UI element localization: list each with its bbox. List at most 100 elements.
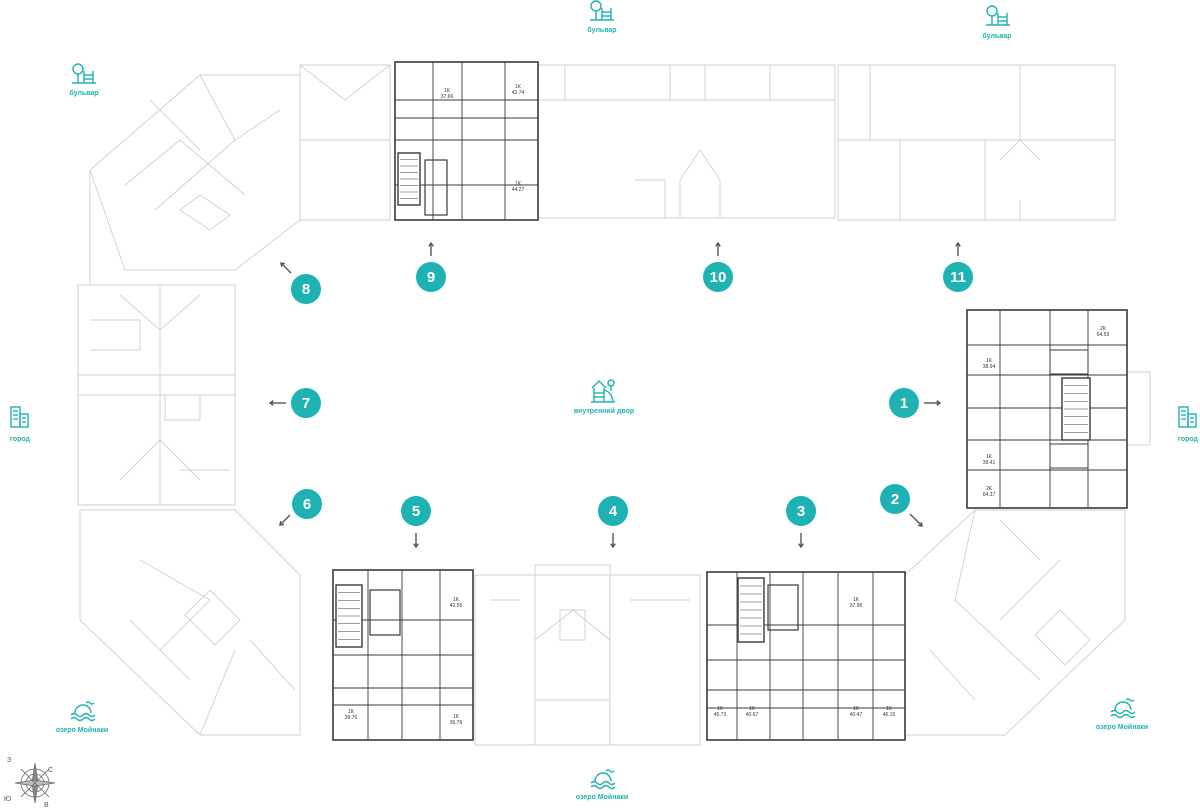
compass-north: С — [48, 767, 54, 774]
apartment-area[interactable]: 39.41 — [983, 460, 996, 466]
lake-label-bottom: озеро Мойнаки — [575, 794, 629, 801]
apartment-type[interactable]: 1К — [515, 84, 521, 90]
roof-outline — [474, 574, 701, 746]
apartment-type[interactable]: 2К — [1100, 326, 1106, 332]
arrow-section-4 — [610, 533, 616, 549]
city-label-right: город — [1177, 436, 1199, 443]
apartment-type[interactable]: 1К — [453, 714, 459, 720]
roof-outline — [559, 609, 586, 641]
roof-outline — [139, 559, 211, 651]
apartment-type[interactable]: 2К — [986, 486, 992, 492]
lake-icon — [590, 768, 616, 795]
apartment-area[interactable]: 38.94 — [983, 364, 996, 370]
apartment-type[interactable]: 1К — [717, 706, 723, 712]
roof-outline — [249, 639, 296, 691]
section-badge-5[interactable]: 5 — [401, 496, 431, 526]
section-badge-10[interactable]: 10 — [703, 262, 733, 292]
section-badge-2[interactable]: 2 — [880, 484, 910, 514]
roof-outline — [179, 194, 231, 231]
apartment-area[interactable]: 46.15 — [883, 712, 896, 718]
apartment-area[interactable]: 44.27 — [512, 187, 525, 193]
arrow-section-5 — [413, 533, 419, 549]
roof-outline — [119, 439, 201, 481]
roof-outline — [669, 65, 706, 101]
compass-south: Ю — [4, 796, 12, 803]
lake-icon — [70, 700, 96, 727]
lake-label-left: озеро Мойнаки — [55, 727, 109, 734]
apartment-type[interactable]: 1К — [348, 709, 354, 715]
arrow-section-1 — [924, 400, 942, 406]
roof-outline — [837, 64, 1116, 221]
arrow-section-6 — [279, 514, 291, 526]
roof-outline — [679, 149, 721, 219]
roof-outline — [129, 619, 191, 681]
apartment-area[interactable]: 64.37 — [983, 492, 996, 498]
roof-outline — [999, 139, 1041, 161]
section-badge-8[interactable]: 8 — [291, 274, 321, 304]
apartment-type[interactable]: 1К — [749, 706, 755, 712]
section-badge-1[interactable]: 1 — [889, 388, 919, 418]
arrow-section-9 — [428, 241, 434, 256]
apartment-area[interactable]: 45.73 — [714, 712, 727, 718]
arrow-section-10 — [715, 241, 721, 256]
apartment-type[interactable]: 1К — [986, 358, 992, 364]
boulevard-label-left: бульвар — [69, 90, 99, 97]
section-badge-9[interactable]: 9 — [416, 262, 446, 292]
compass-east: В — [44, 802, 49, 809]
apartment-area[interactable]: 42.55 — [450, 603, 463, 609]
boulevard-label-top-right: бульвар — [982, 33, 1012, 40]
boulevard-icon — [589, 0, 615, 27]
apartment-area[interactable]: 39.76 — [345, 715, 358, 721]
roof-outline — [929, 649, 976, 701]
roof-outline — [999, 519, 1041, 561]
apartment-area[interactable]: 64.59 — [1097, 332, 1110, 338]
playground-icon — [590, 378, 616, 409]
section-badge-4[interactable]: 4 — [598, 496, 628, 526]
roof-outline — [954, 509, 1041, 681]
apartment-area[interactable]: 42.74 — [512, 90, 525, 96]
roof-outline — [149, 99, 201, 151]
apartment-area[interactable]: 37.66 — [441, 94, 454, 100]
boulevard-icon — [985, 5, 1011, 32]
apartment-type[interactable]: 1К — [453, 597, 459, 603]
arrow-section-7 — [268, 400, 286, 406]
arrow-section-11 — [955, 241, 961, 256]
city-icon — [1177, 405, 1199, 434]
arrow-section-3 — [798, 533, 804, 549]
roof-outline — [199, 649, 236, 736]
roof-outline — [534, 564, 611, 746]
apartment-area[interactable]: 40.67 — [746, 712, 759, 718]
apartment-type[interactable]: 1К — [515, 181, 521, 187]
apartment-type[interactable]: 1К — [853, 706, 859, 712]
apartment-type[interactable]: 1К — [853, 597, 859, 603]
section-badge-7[interactable]: 7 — [291, 388, 321, 418]
roof-outline — [124, 139, 246, 196]
apartment-area[interactable]: 40.47 — [850, 712, 863, 718]
apartment-type[interactable]: 1К — [986, 454, 992, 460]
apartment-area[interactable]: 39.76 — [450, 720, 463, 726]
boulevard-icon — [71, 63, 97, 90]
roof-outline — [79, 509, 301, 736]
apartment-type[interactable]: 1К — [444, 88, 450, 94]
roof-outline — [119, 294, 201, 331]
roof-outline — [299, 64, 391, 101]
apartment-area[interactable]: 37.96 — [850, 603, 863, 609]
roof-outline — [234, 109, 281, 141]
roof-outline — [1034, 609, 1091, 666]
section-badge-3[interactable]: 3 — [786, 496, 816, 526]
compass-west: З — [7, 757, 12, 764]
section-badge-6[interactable]: 6 — [292, 489, 322, 519]
section-badge-11[interactable]: 11 — [943, 262, 973, 292]
boulevard-label-top-center: бульвар — [587, 27, 617, 34]
apartment-type[interactable]: 1К — [886, 706, 892, 712]
roof-outline — [164, 394, 201, 421]
roof-outline — [77, 284, 236, 506]
roof-outline — [635, 179, 666, 218]
roof-outline — [184, 589, 241, 646]
city-icon — [9, 405, 31, 434]
